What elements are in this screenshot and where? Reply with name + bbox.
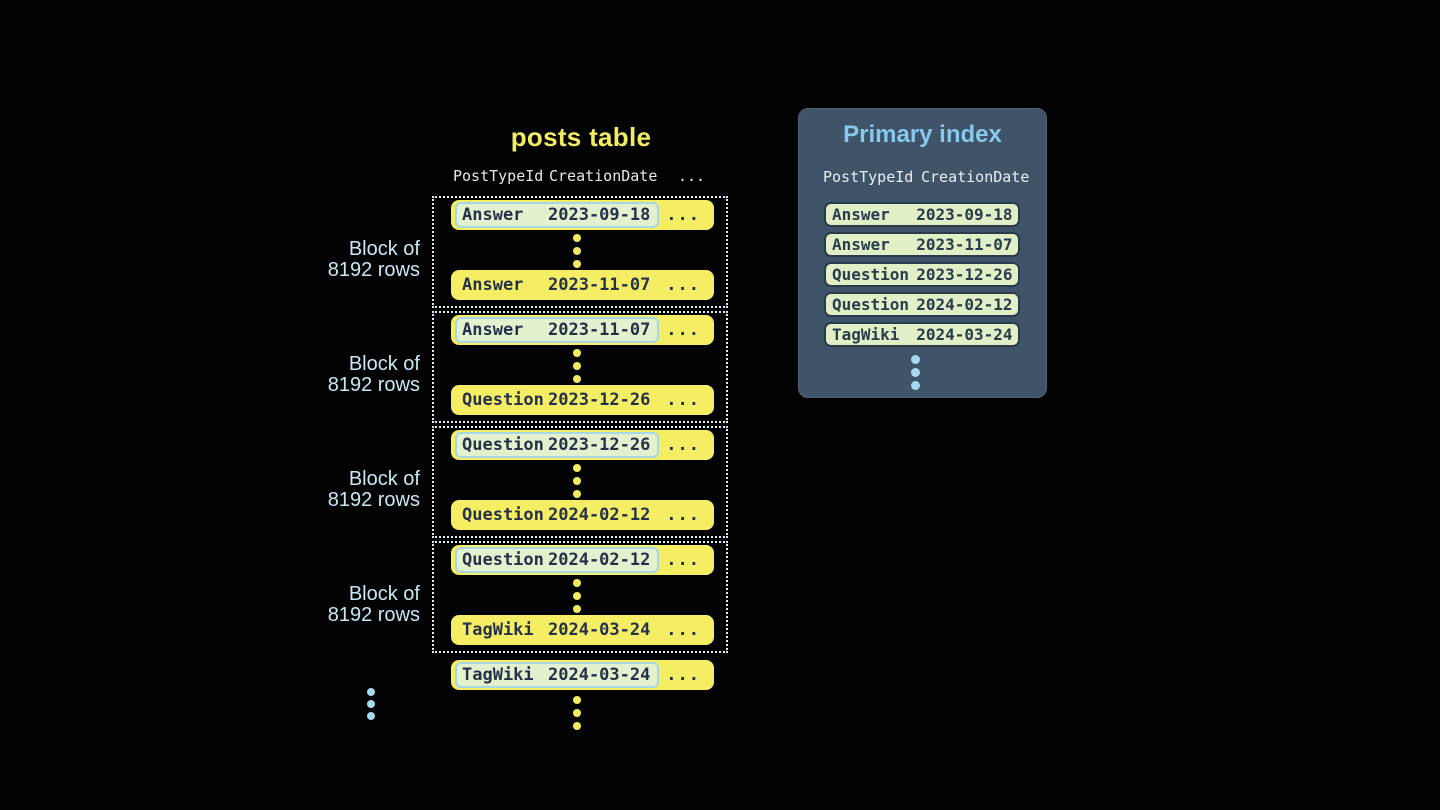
ellipsis-dots-icon bbox=[573, 231, 581, 270]
cell-date: 2023-09-18 bbox=[916, 205, 1013, 224]
ellipsis-dots-icon bbox=[573, 693, 581, 732]
row-highlight: TagWiki 2024-03-24 bbox=[455, 662, 659, 688]
index-row: Answer 2023-11-07 bbox=[824, 232, 1020, 257]
primary-index-panel: Primary index PostTypeId CreationDate An… bbox=[798, 108, 1047, 398]
row-cells: TagWiki 2024-03-24 bbox=[455, 617, 659, 643]
row-ellipsis: ... bbox=[666, 505, 700, 525]
cell-posttype: Answer bbox=[832, 235, 890, 254]
posts-header-creationdate: CreationDate bbox=[549, 167, 658, 185]
block-label: Block of 8192 rows bbox=[327, 238, 420, 281]
table-row: Question 2023-12-26 ... bbox=[451, 430, 714, 460]
cell-date: 2023-11-07 bbox=[548, 320, 651, 340]
row-highlight: Question 2023-12-26 bbox=[455, 432, 659, 458]
ellipsis-dots-icon bbox=[573, 576, 581, 615]
cell-posttype: TagWiki bbox=[462, 620, 534, 640]
row-cells: Answer 2023-11-07 bbox=[455, 272, 659, 298]
table-row-trailing: TagWiki 2024-03-24 ... bbox=[451, 660, 714, 690]
table-row: Answer 2023-11-07 ... bbox=[451, 270, 714, 300]
row-highlight: Answer 2023-09-18 bbox=[455, 202, 659, 228]
posts-header-posttypeid: PostTypeId bbox=[453, 167, 544, 185]
index-header-posttypeid: PostTypeId bbox=[823, 168, 914, 186]
posts-block-1: Answer 2023-09-18 ... Answer 2023-11-07 … bbox=[432, 196, 728, 308]
cell-date: 2023-12-26 bbox=[548, 390, 651, 410]
cell-posttype: Answer bbox=[832, 205, 890, 224]
row-ellipsis: ... bbox=[666, 390, 700, 410]
cell-posttype: Question bbox=[462, 505, 544, 525]
table-row: Question 2024-02-12 ... bbox=[451, 500, 714, 530]
cell-posttype: Question bbox=[832, 295, 910, 314]
cell-posttype: TagWiki bbox=[832, 325, 900, 344]
cell-posttype: Answer bbox=[462, 320, 524, 340]
posts-block-2: Answer 2023-11-07 ... Question 2023-12-2… bbox=[432, 311, 728, 423]
index-row: Answer 2023-09-18 bbox=[824, 202, 1020, 227]
cell-date: 2023-11-07 bbox=[548, 275, 651, 295]
cell-posttype: Answer bbox=[462, 275, 524, 295]
row-ellipsis: ... bbox=[666, 205, 700, 225]
table-row: TagWiki 2024-03-24 ... bbox=[451, 615, 714, 645]
row-highlight: Answer 2023-11-07 bbox=[455, 317, 659, 343]
index-row: Question 2024-02-12 bbox=[824, 292, 1020, 317]
row-ellipsis: ... bbox=[666, 275, 700, 295]
cell-date: 2024-02-12 bbox=[916, 295, 1013, 314]
cell-posttype: Answer bbox=[462, 205, 524, 225]
table-row: Answer 2023-11-07 ... bbox=[451, 315, 714, 345]
index-row: Question 2023-12-26 bbox=[824, 262, 1020, 287]
index-header-creationdate: CreationDate bbox=[921, 168, 1030, 186]
posts-block-4: Question 2024-02-12 ... TagWiki 2024-03-… bbox=[432, 541, 728, 653]
posts-header-ellipsis: ... bbox=[678, 167, 706, 185]
row-ellipsis: ... bbox=[666, 550, 700, 570]
block-label: Block of 8192 rows bbox=[327, 353, 420, 396]
block-label: Block of 8192 rows bbox=[327, 583, 420, 626]
posts-table-title: posts table bbox=[510, 122, 652, 152]
primary-index-title: Primary index bbox=[843, 121, 1002, 148]
index-row: TagWiki 2024-03-24 bbox=[824, 322, 1020, 347]
table-row: Question 2023-12-26 ... bbox=[451, 385, 714, 415]
cell-posttype: Question bbox=[462, 390, 544, 410]
cell-date: 2023-11-07 bbox=[916, 235, 1013, 254]
cell-date: 2023-12-26 bbox=[916, 265, 1013, 284]
row-ellipsis: ... bbox=[666, 435, 700, 455]
cell-posttype: TagWiki bbox=[462, 665, 534, 685]
posts-block-3: Question 2023-12-26 ... Question 2024-02… bbox=[432, 426, 728, 538]
cell-date: 2024-02-12 bbox=[548, 550, 651, 570]
row-ellipsis: ... bbox=[666, 620, 700, 640]
row-cells: Question 2023-12-26 bbox=[455, 387, 659, 413]
row-cells: Question 2024-02-12 bbox=[455, 502, 659, 528]
cell-date: 2024-03-24 bbox=[916, 325, 1013, 344]
cell-date: 2023-12-26 bbox=[548, 435, 651, 455]
cell-posttype: Question bbox=[462, 435, 544, 455]
cell-date: 2024-03-24 bbox=[548, 620, 651, 640]
cell-date: 2024-02-12 bbox=[548, 505, 651, 525]
ellipsis-dots-icon bbox=[573, 461, 581, 500]
ellipsis-dots-icon bbox=[573, 346, 581, 385]
block-label: Block of 8192 rows bbox=[327, 468, 420, 511]
row-ellipsis: ... bbox=[666, 320, 700, 340]
cell-posttype: Question bbox=[462, 550, 544, 570]
row-ellipsis: ... bbox=[666, 665, 700, 685]
ellipsis-dots-icon bbox=[367, 686, 375, 722]
cell-date: 2023-09-18 bbox=[548, 205, 651, 225]
row-highlight: Question 2024-02-12 bbox=[455, 547, 659, 573]
table-row: Answer 2023-09-18 ... bbox=[451, 200, 714, 230]
cell-posttype: Question bbox=[832, 265, 910, 284]
cell-date: 2024-03-24 bbox=[548, 665, 651, 685]
ellipsis-dots-icon bbox=[911, 353, 920, 392]
table-row: Question 2024-02-12 ... bbox=[451, 545, 714, 575]
